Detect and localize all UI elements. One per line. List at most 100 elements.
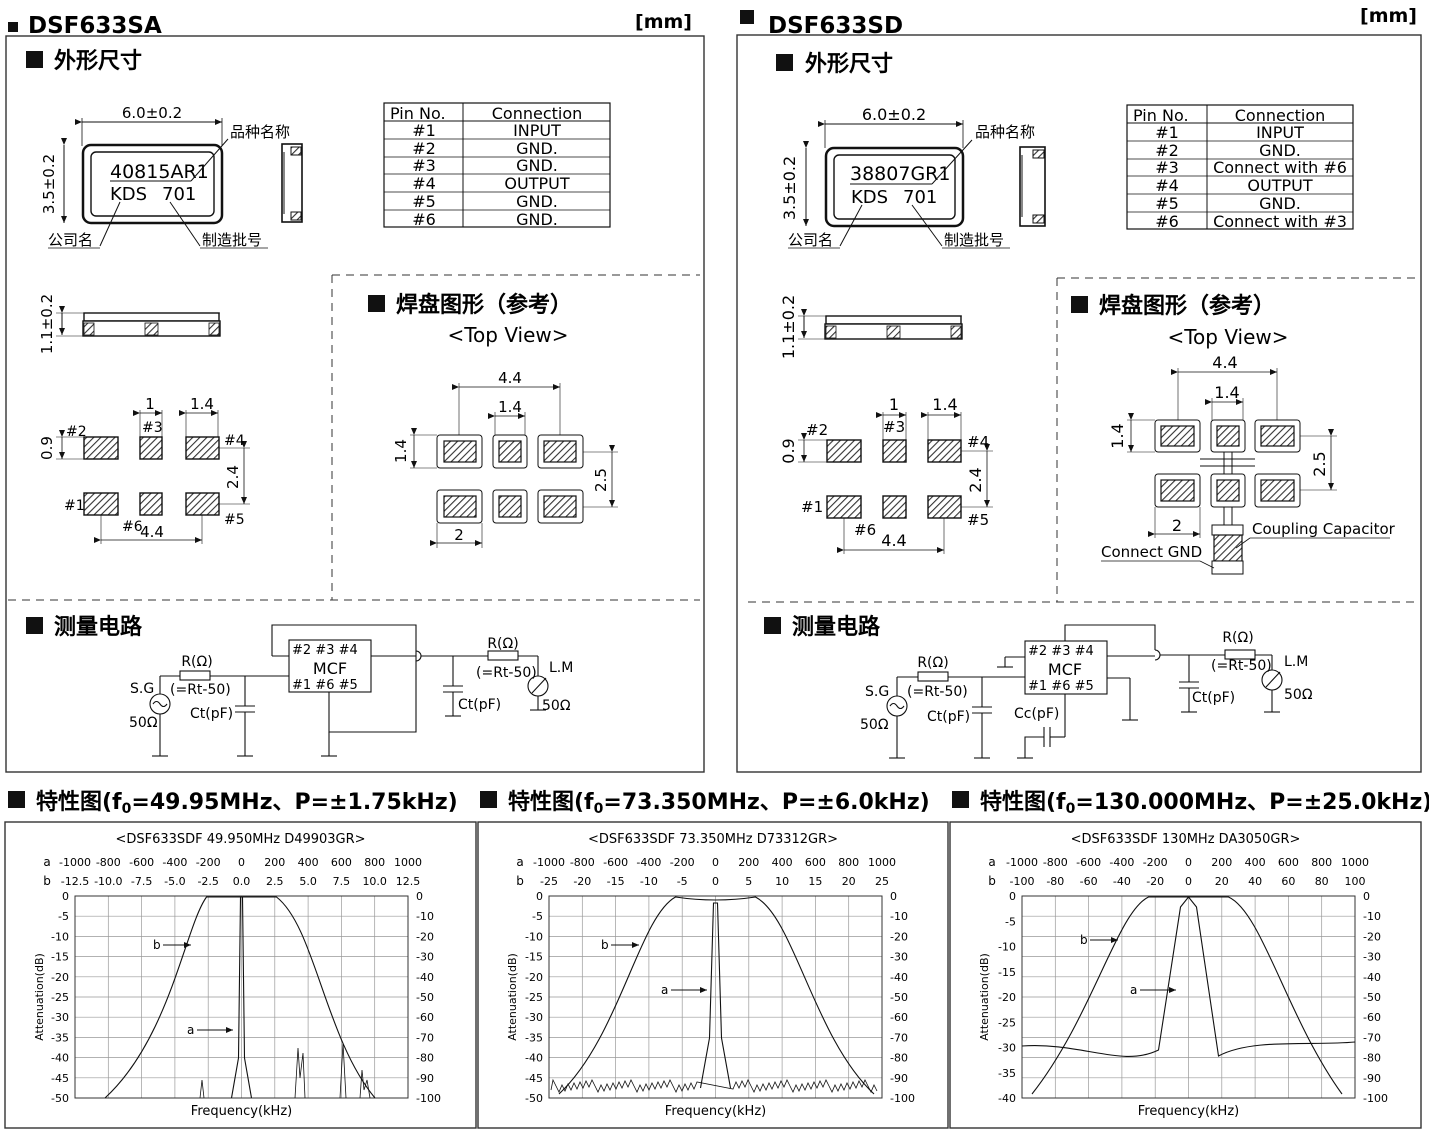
tick-label-right: -20 [890, 930, 908, 943]
rt-in: (=Rt-50) [170, 682, 231, 698]
bottom-pad-view: 1 1.4 0.9 2.4 4.4 #1 [38, 395, 250, 544]
x-axis-label: Frequency(kHz) [665, 1104, 766, 1119]
tick-label-left: -45 [525, 1072, 543, 1085]
tick-label-b: 15 [808, 875, 822, 888]
tick-label-left: -40 [51, 1052, 69, 1065]
tick-label-right: 0 [416, 890, 423, 903]
mcf-label: MCF [313, 659, 347, 678]
tick-label-right: -80 [890, 1052, 908, 1065]
tick-label-right: -40 [416, 971, 434, 984]
mcf-pins-bottom: #1 #6 #5 [1028, 679, 1094, 694]
tick-label-right: 0 [890, 890, 897, 903]
dim-w: 2 [454, 526, 464, 544]
pin-label: #4 [967, 433, 989, 451]
tick-label-a: 400 [1245, 856, 1266, 869]
series-b-curve [1031, 896, 1343, 1095]
connect-gnd-label: Connect GND [1101, 543, 1202, 561]
dim-pitch: 1.4 [932, 395, 957, 414]
tick-label-left: 0 [536, 890, 543, 903]
tick-label-right: -10 [1363, 910, 1381, 923]
pin-cell: #1 [412, 121, 436, 140]
measurement-circuit: 测量电路 [748, 601, 1416, 759]
chart-title: <DSF633SDF 73.350MHz D73312GR> [588, 832, 838, 847]
land-heading: 焊盘图形（参考） [1099, 293, 1275, 319]
tick-label-right: -10 [890, 910, 908, 923]
thickness-dim: 1.1±0.2 [38, 294, 56, 354]
conn-cell: GND. [1259, 194, 1301, 213]
marking-lot: 701 [903, 187, 937, 208]
chart-title: <DSF633SDF 130MHz DA3050GR> [1071, 832, 1301, 847]
land-subtitle: <Top View> [1167, 325, 1288, 349]
conn-cell: GND. [516, 192, 558, 211]
width-dim: 6.0±0.2 [862, 105, 926, 124]
tick-label-left: -25 [998, 1016, 1016, 1029]
marking-maker: KDS [851, 187, 888, 208]
y-axis-label: Attenuation(dB) [978, 953, 991, 1041]
tick-label-b: -7.5 [131, 875, 152, 888]
pin-label: #6 [122, 519, 143, 535]
tick-label-b: -80 [1046, 875, 1064, 888]
conn-cell: GND. [1259, 141, 1301, 160]
dim-pitch: 1.4 [498, 398, 522, 416]
label-product: 品种名称 [230, 123, 290, 141]
heading-square-icon [26, 51, 43, 68]
panel-frame [5, 35, 705, 773]
tick-label-a: -1000 [1006, 856, 1038, 869]
model-title: DSF633SA [28, 13, 162, 39]
tick-label-b: 5.0 [299, 875, 317, 888]
panel-right: DSF633SD [mm] 外形尺寸 6.0±0.2 3.5±0.2 38807… [736, 5, 1422, 773]
tick-label-b: -10.0 [94, 875, 122, 888]
label-company: 公司名 [788, 231, 833, 249]
tick-label-right: -100 [890, 1092, 915, 1105]
signal-gen: S.G [865, 684, 889, 700]
pin-label: #6 [854, 521, 876, 539]
ct-out: Ct(pF) [1192, 690, 1235, 706]
axis-a-label: a [43, 855, 50, 869]
chart-frame [4, 821, 477, 1129]
tick-label-a: 1000 [868, 856, 896, 869]
series-b-pointer-label: b [153, 938, 161, 952]
axis-a-label: a [516, 855, 523, 869]
conn-cell: Connect with #6 [1213, 158, 1347, 177]
tick-label-b: -60 [1080, 875, 1098, 888]
marking-lot: 701 [162, 184, 196, 205]
chart-3: 特性图(f0=130.000MHz、P=±25.0kHz)<DSF633SDF … [949, 789, 1429, 1129]
conn-cell: OUTPUT [1247, 176, 1312, 195]
tick-label-a: -200 [670, 856, 695, 869]
pin-label: #2 [66, 424, 87, 440]
dim-span: 4.4 [881, 531, 906, 550]
pin-cell: #4 [1155, 176, 1179, 195]
conn-cell: GND. [516, 139, 558, 158]
pin-label: #1 [64, 498, 85, 514]
series-a-curve [1021, 896, 1356, 1057]
panel-left: DSF633SA [mm] 外形尺寸 6.0±0.2 3.5±0.2 40815… [5, 11, 705, 773]
outline-side-view: 1.1±0.2 [38, 294, 221, 354]
tick-label-b: 10.0 [362, 875, 387, 888]
tick-label-right: -70 [416, 1031, 434, 1044]
tick-label-a: 800 [1311, 856, 1332, 869]
tick-label-a: -400 [636, 856, 661, 869]
tick-label-a: -200 [1143, 856, 1168, 869]
tick-label-a: 800 [364, 856, 385, 869]
characteristic-charts: 特性图(f0=49.95MHz、P=±1.75kHz)<DSF633SDF 49… [4, 789, 1429, 1129]
tick-label-a: 400 [772, 856, 793, 869]
tick-label-right: -30 [890, 951, 908, 964]
heading-square-icon [952, 791, 969, 808]
tick-label-right: -10 [416, 910, 434, 923]
heading-square-icon [8, 22, 18, 32]
tick-label-left: -5 [1005, 915, 1016, 928]
tick-label-a: -200 [196, 856, 221, 869]
height-dim: 3.5±0.2 [40, 154, 58, 214]
conn-cell: INPUT [513, 121, 561, 140]
pin-cell: #6 [412, 210, 436, 229]
tick-label-right: -90 [416, 1072, 434, 1085]
heading-square-icon [480, 791, 497, 808]
tick-label-left: -35 [998, 1067, 1016, 1080]
tick-label-a: 200 [264, 856, 285, 869]
axis-b-label: b [988, 874, 996, 888]
series-a-pointer-label: a [1130, 983, 1137, 997]
tick-label-left: -20 [51, 971, 69, 984]
tick-label-left: -50 [51, 1092, 69, 1105]
heading-square-icon [740, 10, 754, 24]
dim-rows: 2.4 [224, 465, 242, 489]
